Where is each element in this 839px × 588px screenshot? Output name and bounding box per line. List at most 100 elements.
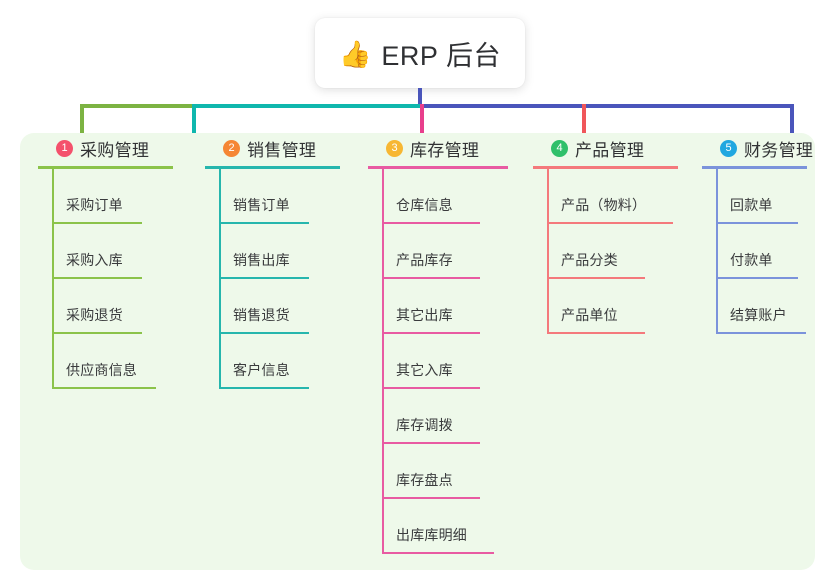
list-item-rule: [382, 222, 480, 224]
list-item-label: 回款单: [730, 197, 773, 213]
list-item-label: 结算账户: [730, 307, 787, 323]
column-underline-product: [533, 166, 678, 169]
drop-inventory: [420, 104, 424, 156]
list-item[interactable]: 供应商信息: [38, 334, 208, 389]
list-item-rule: [52, 277, 142, 279]
list-item-rule: [219, 277, 309, 279]
list-item-label: 出库库明细: [396, 527, 467, 543]
list-item-rule: [382, 387, 480, 389]
column-underline-purchase: [38, 166, 173, 169]
list-item-rule: [716, 332, 806, 334]
list-item-rule: [382, 442, 480, 444]
list-item-rule: [547, 332, 645, 334]
column-finance: 5 财务管理回款单付款单结算账户: [702, 133, 839, 334]
list-item[interactable]: 库存盘点: [368, 444, 543, 499]
branch-trunk-finance: [716, 169, 718, 334]
list-item-label: 其它入库: [396, 362, 453, 378]
list-item-label: 销售退货: [233, 307, 290, 323]
segment-green: [80, 104, 192, 108]
column-title-purchase: 采购管理: [80, 140, 150, 160]
list-item-label: 库存盘点: [396, 472, 453, 488]
list-item[interactable]: 销售订单: [205, 169, 375, 224]
list-item-rule: [382, 497, 480, 499]
list-item-label: 客户信息: [233, 362, 290, 378]
list-item[interactable]: 客户信息: [205, 334, 375, 389]
list-item-rule: [547, 222, 673, 224]
branch-trunk-inventory: [382, 169, 384, 554]
badge-number-sales: 2: [223, 139, 240, 157]
root-stem-connector: [418, 88, 422, 106]
list-item-rule: [52, 222, 142, 224]
list-item[interactable]: 采购退货: [38, 279, 208, 334]
column-underline-sales: [205, 166, 340, 169]
list-item-label: 销售订单: [233, 197, 290, 213]
drop-sales: [192, 104, 196, 156]
list-item-label: 付款单: [730, 252, 773, 268]
root-node-card[interactable]: 👍 ERP 后台: [315, 18, 525, 88]
list-item-rule: [52, 332, 142, 334]
list-item-label: 供应商信息: [66, 362, 137, 378]
list-item-rule: [716, 277, 798, 279]
list-item[interactable]: 其它出库: [368, 279, 543, 334]
segment-blue: [420, 104, 792, 108]
list-item[interactable]: 出库库明细: [368, 499, 543, 554]
list-item[interactable]: 产品单位: [533, 279, 713, 334]
list-item[interactable]: 采购订单: [38, 169, 208, 224]
column-title-finance: 财务管理: [744, 140, 814, 160]
list-item-label: 仓库信息: [396, 197, 453, 213]
list-item-label: 产品（物料）: [561, 197, 647, 213]
column-items-sales: 销售订单销售出库销售退货客户信息: [205, 169, 375, 389]
column-underline-inventory: [368, 166, 508, 169]
list-item-rule: [382, 277, 480, 279]
list-item[interactable]: 采购入库: [38, 224, 208, 279]
list-item[interactable]: 销售退货: [205, 279, 375, 334]
column-items-finance: 回款单付款单结算账户: [702, 169, 839, 334]
badge-number-finance: 5: [720, 139, 737, 157]
list-item[interactable]: 产品分类: [533, 224, 713, 279]
branch-trunk-purchase: [52, 169, 54, 389]
list-item-rule: [382, 552, 494, 554]
list-item-rule: [52, 387, 156, 389]
list-item-rule: [219, 387, 309, 389]
list-item[interactable]: 库存调拨: [368, 389, 543, 444]
list-item[interactable]: 产品（物料）: [533, 169, 713, 224]
list-item-rule: [547, 277, 645, 279]
list-item-label: 其它出库: [396, 307, 453, 323]
list-item-label: 产品库存: [396, 252, 453, 268]
drop-product: [582, 104, 586, 156]
badge-number-purchase: 1: [56, 139, 73, 157]
list-item[interactable]: 付款单: [702, 224, 839, 279]
root-node-title: ERP 后台: [381, 40, 501, 71]
badge-number-inventory: 3: [386, 139, 403, 157]
list-item[interactable]: 结算账户: [702, 279, 839, 334]
list-item-rule: [382, 332, 480, 334]
branch-trunk-sales: [219, 169, 221, 389]
list-item[interactable]: 销售出库: [205, 224, 375, 279]
list-item-label: 采购入库: [66, 252, 123, 268]
column-items-product: 产品（物料） 产品分类产品单位: [533, 169, 713, 334]
list-item-label: 产品单位: [561, 307, 618, 323]
list-item-label: 产品分类: [561, 252, 618, 268]
drop-finance: [790, 104, 794, 156]
drop-purchase: [80, 104, 84, 156]
list-item[interactable]: 回款单: [702, 169, 839, 224]
column-items-purchase: 采购订单采购入库采购退货供应商信息: [38, 169, 208, 389]
list-item-label: 采购订单: [66, 197, 123, 213]
thumbs-up-icon: 👍: [339, 39, 372, 69]
segment-teal: [192, 104, 420, 108]
column-header-purchase[interactable]: 1 采购管理: [38, 133, 208, 163]
branch-trunk-product: [547, 169, 549, 334]
column-items-inventory: 仓库信息产品库存其它出库其它入库库存调拨库存盘点出库库明细: [368, 169, 543, 554]
list-item-label: 销售出库: [233, 252, 290, 268]
list-item[interactable]: 仓库信息: [368, 169, 543, 224]
list-item[interactable]: 产品库存: [368, 224, 543, 279]
list-item[interactable]: 其它入库: [368, 334, 543, 389]
column-header-finance[interactable]: 5 财务管理: [702, 133, 839, 163]
